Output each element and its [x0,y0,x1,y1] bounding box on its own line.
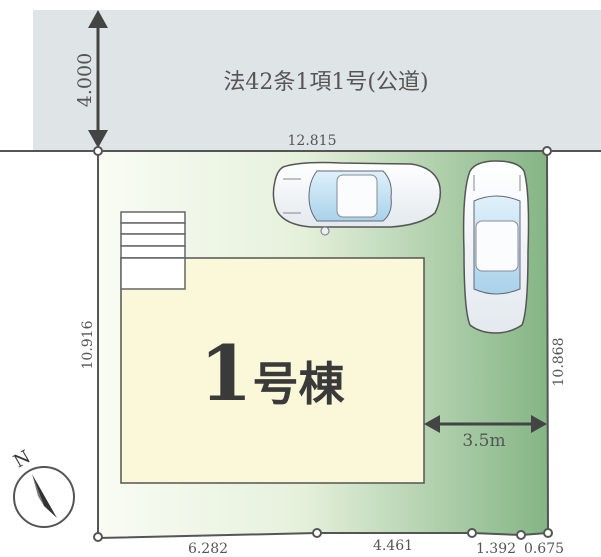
car-icon [272,161,442,236]
setback-label: 3.5m [462,431,505,451]
lot-vertices [93,146,553,542]
lot-right-edge-label: 10.868 [551,338,567,387]
car-icon [462,160,530,334]
building-suffix: 号棟 [252,357,345,411]
lot-top-edge-label: 12.815 [288,133,337,149]
building-footprint [120,257,425,484]
setback-arrow [424,415,547,433]
staircase [120,211,186,259]
building-number: 1 [200,329,253,418]
compass-icon [13,466,75,528]
lot-left-edge-label: 10.916 [80,320,96,369]
stair-landing [120,257,186,290]
lot-bottom-edge-label-2: 4.461 [373,538,413,554]
compass-north-label: N [10,446,34,472]
lot-bottom-edge-label-4: 0.675 [524,541,564,557]
road-width-label: 4.000 [74,53,96,107]
lot-bottom-edge-label-3: 1.392 [476,541,516,557]
lot-bottom-edge-label-1: 6.282 [188,541,228,557]
road [33,10,601,151]
road-width-arrow [88,10,108,148]
road-label: 法42条1項1号(公道) [223,70,428,95]
building-label: 1号棟 [200,329,346,418]
